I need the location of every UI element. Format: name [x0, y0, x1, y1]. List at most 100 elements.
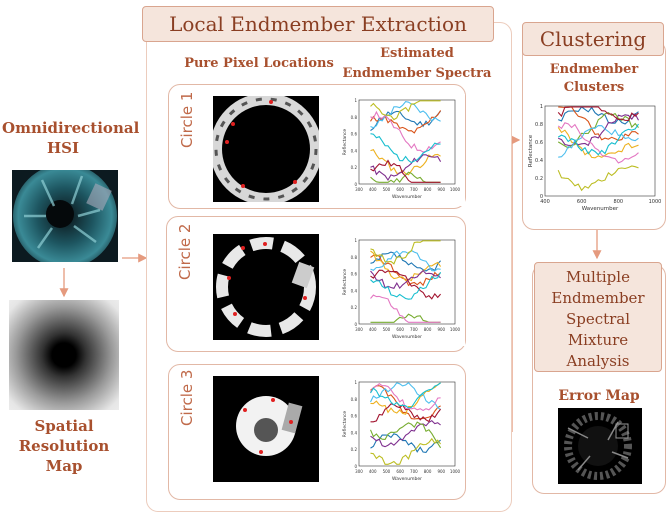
- y-tick-label: 0: [540, 194, 543, 200]
- y-tick-label: 0.4: [351, 430, 358, 435]
- x-tick-label: 400: [540, 199, 550, 205]
- spectrum-line: [370, 269, 441, 290]
- mesma-line2: Endmember: [551, 289, 645, 307]
- circle2-pure-pixel-image: [213, 234, 319, 340]
- x-tick-label: 800: [424, 327, 432, 332]
- x-tick-label: 600: [577, 199, 587, 205]
- x-tick-label: 600: [396, 187, 404, 192]
- x-tick-label: 500: [383, 327, 391, 332]
- y-axis-label: Reflectance: [342, 129, 348, 156]
- spectrum-line: [370, 159, 441, 183]
- spatial-resolution-map: [9, 300, 119, 410]
- y-tick-label: 0.8: [351, 255, 358, 260]
- y-tick-label: 1: [354, 238, 357, 243]
- clusters-title-2: Clusters: [563, 80, 625, 95]
- x-axis-label: Wavenumber: [582, 206, 619, 212]
- mesma-line3: Spectral: [565, 310, 631, 328]
- x-tick-label: 400: [369, 327, 377, 332]
- circle1-pure-pixel-image: [210, 93, 322, 205]
- y-tick-label: 0.4: [351, 148, 358, 153]
- x-tick-label: 300: [355, 469, 363, 474]
- y-tick-label: 0.8: [351, 397, 358, 402]
- spectrum-line: [557, 106, 639, 121]
- y-tick-label: 0.4: [535, 158, 543, 164]
- y-axis-label: Reflectance: [528, 134, 534, 167]
- spectrum-line: [370, 385, 441, 420]
- x-tick-label: 1000: [450, 187, 461, 192]
- mesma-line1: Multiple: [566, 268, 630, 286]
- spectrum-line: [557, 123, 639, 156]
- y-axis-label: Reflectance: [342, 411, 348, 438]
- spectrum-line: [370, 249, 441, 272]
- spectrum-line: [370, 154, 442, 182]
- spectrum-line: [557, 122, 639, 164]
- error-map-title: Error Map: [558, 388, 640, 404]
- y-tick-label: 0.6: [351, 132, 358, 137]
- x-tick-label: 900: [437, 469, 445, 474]
- spectrum-line: [370, 100, 441, 121]
- x-tick-label: 700: [410, 469, 418, 474]
- resolution-title: Spatial Resolution Map: [18, 417, 110, 475]
- mesma-line5: Analysis: [566, 352, 630, 370]
- spectrum-line: [370, 110, 441, 153]
- spectrum-line: [370, 382, 441, 415]
- y-tick-label: 0.2: [351, 305, 358, 310]
- y-tick-label: 0.6: [351, 272, 358, 277]
- spectrum-line: [370, 437, 442, 465]
- circle3-pure-pixel-image: [213, 376, 319, 482]
- clustering-header: Clustering: [522, 22, 664, 56]
- circle1-label: Circle 1: [178, 91, 196, 148]
- spectrum-line: [370, 271, 442, 300]
- hsi-title: Omnidirectional HSI: [2, 119, 140, 157]
- spectrum-line: [370, 382, 441, 410]
- x-tick-label: 800: [614, 199, 624, 205]
- local-extraction-header: Local Endmember Extraction: [142, 6, 494, 42]
- y-tick-label: 1: [354, 380, 357, 385]
- spectrum-line: [557, 165, 639, 192]
- y-tick-label: 0.2: [535, 176, 543, 182]
- y-tick-label: 0: [354, 464, 357, 469]
- circle2-label: Circle 2: [176, 223, 194, 280]
- x-tick-label: 1000: [649, 199, 662, 205]
- mesma-header: Multiple Endmember Spectral Mixture Anal…: [534, 262, 662, 372]
- y-tick-label: 0: [354, 182, 357, 187]
- spectrum-line: [370, 403, 442, 423]
- clusters-title-1: Endmember: [549, 62, 639, 77]
- x-tick-label: 700: [410, 327, 418, 332]
- spectrum-line: [557, 127, 639, 159]
- spectrum-line: [557, 106, 639, 125]
- spectrum-line: [370, 133, 441, 164]
- x-tick-label: 400: [369, 469, 377, 474]
- y-tick-label: 1: [540, 104, 543, 110]
- spectra-column-title-1: Estimated: [380, 46, 454, 61]
- x-tick-label: 800: [424, 469, 432, 474]
- x-tick-label: 700: [410, 187, 418, 192]
- y-tick-label: 0: [354, 322, 357, 327]
- x-tick-label: 500: [383, 187, 391, 192]
- omnidirectional-image: [12, 170, 118, 262]
- spectrum-line: [370, 420, 441, 448]
- y-tick-label: 0.2: [351, 447, 358, 452]
- spectrum-line: [369, 421, 442, 449]
- x-axis-label: Wavenumber: [392, 194, 422, 200]
- spectrum-line: [370, 433, 441, 453]
- x-tick-label: 900: [437, 187, 445, 192]
- y-tick-label: 0.8: [351, 115, 358, 120]
- x-tick-label: 1000: [450, 469, 461, 474]
- x-tick-label: 600: [396, 469, 404, 474]
- x-tick-label: 500: [383, 469, 391, 474]
- y-tick-label: 1: [354, 98, 357, 103]
- x-axis-label: Wavenumber: [392, 334, 422, 340]
- x-tick-label: 400: [369, 187, 377, 192]
- x-tick-label: 600: [396, 327, 404, 332]
- spectrum-line: [370, 149, 441, 176]
- spectrum-line: [370, 110, 442, 132]
- spectrum-line: [370, 240, 441, 265]
- pure-pixel-column-title: Pure Pixel Locations: [184, 56, 334, 71]
